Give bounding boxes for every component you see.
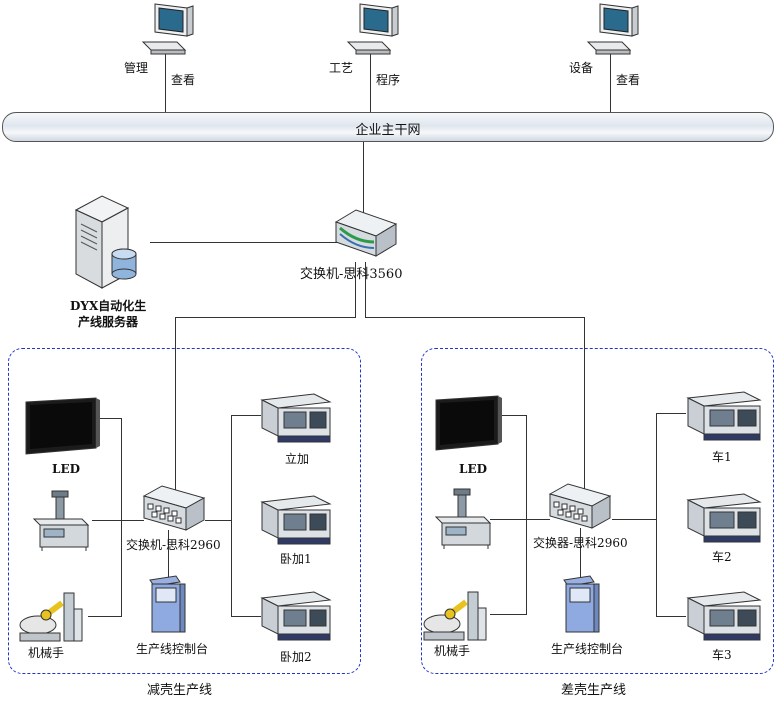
core-to-left-link-v [175,317,176,491]
core-switch-label: 交换机-思科3560 [300,267,403,282]
pc-2-right-label: 程序 [376,73,401,87]
left-switch-to-machines [205,520,232,521]
server-label-line2: 产线服务器 [78,315,139,329]
server-label-line1: DYX自动化生 [70,299,147,313]
measuring-instrument-icon [434,488,492,549]
lathe-icon-2 [686,493,762,543]
backbone-to-core-link [363,140,364,214]
pc-1-left-label: 管理 [124,61,149,75]
left-led-label: LED [52,462,80,476]
right-robot-link-h [490,614,527,615]
left-m1-link [231,415,261,416]
pc-1-right-label: 查看 [171,73,196,87]
measuring-instrument-icon [32,490,90,551]
lathe-icon-3 [686,591,762,641]
right-line-boundary [421,348,774,674]
core-to-right-link [365,262,366,318]
right-bus-v [526,415,527,615]
left-robot-label: 机械手 [28,646,65,660]
robot-arm-icon [19,592,83,642]
lathe-icon-1 [686,391,762,441]
left-bus-v [121,418,122,617]
pc-icon-management [141,3,194,55]
right-console-icon [563,575,600,633]
pc-icon-equipment [586,3,639,55]
core-to-right-link-h [365,317,585,318]
led-display-icon [435,395,502,451]
led-display-icon [25,397,100,455]
right-m1-link [656,413,686,414]
server-to-core-link [150,242,338,243]
right-measure-link-h [490,519,550,520]
pc-2-left-label: 工艺 [329,61,354,75]
right-m3-link [656,616,686,617]
left-machine-2-label: 卧加1 [280,552,312,566]
left-switch-icon [142,485,206,531]
right-console-link [580,528,581,578]
pc-link-2 [370,52,371,113]
right-robot-label: 机械手 [434,644,471,658]
pc-link-3 [610,52,611,113]
right-console-label: 生产线控制台 [551,642,624,656]
left-led-link-h [100,418,122,419]
left-machine-1-label: 立加 [285,452,310,466]
left-line-title: 减壳生产线 [147,683,213,698]
left-console-link [168,530,169,578]
core-to-left-link [355,262,356,318]
right-led-link-h [500,415,527,416]
left-switch-label: 交换机-思科2960 [126,538,221,552]
left-robot-link-h [88,616,122,617]
enterprise-backbone-network: 企业主干网 [2,112,774,142]
left-measure-link-h [92,520,144,521]
right-switch-to-machines [612,519,657,520]
pc-link-1 [165,52,166,113]
right-machine-1-label: 车1 [712,450,732,464]
left-console-label: 生产线控制台 [136,642,209,656]
pc-3-left-label: 设备 [569,61,594,75]
core-to-left-link-h [175,317,356,318]
right-switch-icon [548,483,612,529]
right-machine-2-label: 车2 [712,550,732,564]
machine-tool-icon-1 [260,393,332,443]
right-line-title: 差壳生产线 [561,683,627,698]
right-machine-bus [656,413,657,616]
right-switch-label: 交换器-思科2960 [533,536,628,550]
machine-tool-icon-3 [260,591,332,641]
backbone-label: 企业主干网 [355,123,421,138]
robot-arm-icon [423,591,487,641]
core-switch-icon [334,209,398,257]
right-machine-3-label: 车3 [712,648,732,662]
left-console-icon [149,575,186,633]
machine-tool-icon-2 [260,495,332,545]
left-machine-bus [231,415,232,616]
pc-3-right-label: 查看 [616,73,641,87]
left-line-boundary [8,348,361,674]
pc-icon-process [346,3,399,55]
server-icon [74,195,137,289]
left-m3-link [231,616,261,617]
core-to-right-link-v [584,317,585,489]
right-led-label: LED [459,462,487,476]
left-machine-3-label: 卧加2 [280,650,312,664]
